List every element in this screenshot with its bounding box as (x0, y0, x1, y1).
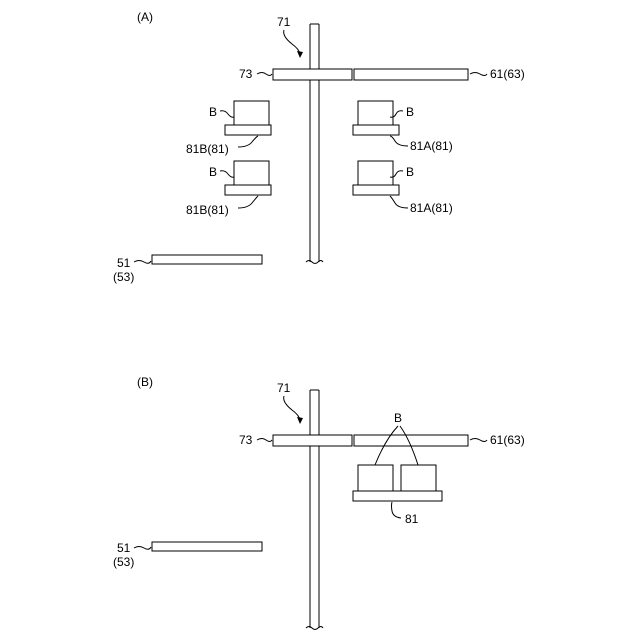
right-arm-b (354, 435, 468, 446)
mechanism-label-a: 71 (277, 15, 291, 29)
left-arm-label-b: 73 (239, 433, 253, 447)
workpiece-label-a4: B (406, 165, 414, 179)
vertical-column-b (306, 390, 323, 630)
figure-b: (B) 71 73 61(63) B 81 51 (53) (113, 375, 525, 630)
left-arm-a (273, 69, 352, 80)
floor-plate-sublabel-b: (53) (113, 555, 134, 569)
workpiece-b-a2 (234, 161, 269, 185)
arrow-head-icon (297, 51, 303, 58)
workpiece-b-a4 (358, 161, 393, 185)
arrow-head-icon (297, 417, 303, 424)
holder-label-a1: 81B(81) (186, 142, 229, 156)
left-arm-label-a: 73 (239, 67, 253, 81)
floor-plate-label-a: 51 (117, 256, 131, 270)
workpiece-b-a1 (234, 101, 269, 125)
holder-81b-a2 (225, 185, 271, 195)
holder-label-a2: 81B(81) (186, 203, 229, 217)
floor-plate-a (152, 255, 262, 264)
holder-label-a3: 81A(81) (410, 139, 453, 153)
workpiece-label-a3: B (406, 105, 414, 119)
right-arm-a (354, 69, 468, 80)
floor-plate-b (152, 542, 262, 551)
mechanism-leader-a (284, 30, 300, 54)
mechanism-leader-b (284, 396, 300, 420)
holder-81a-a2 (353, 185, 399, 195)
holder-81b-a1 (225, 125, 271, 135)
panel-label-b: (B) (137, 375, 153, 389)
workpiece-label-a1: B (209, 105, 217, 119)
workpiece-b-b2 (401, 465, 436, 491)
workpiece-label-a2: B (209, 165, 217, 179)
panel-label-a: (A) (137, 10, 153, 24)
mechanism-label-b: 71 (277, 381, 291, 395)
holder-81-b (353, 491, 442, 501)
right-arm-label-b: 61(63) (490, 433, 525, 447)
vertical-column-a (306, 24, 323, 264)
floor-plate-label-b: 51 (117, 541, 131, 555)
floor-plate-sublabel-a: (53) (113, 270, 134, 284)
right-arm-label-a: 61(63) (490, 67, 525, 81)
holder-label-a4: 81A(81) (410, 201, 453, 215)
workpiece-b-a3 (358, 101, 393, 125)
left-arm-b (273, 435, 352, 446)
workpiece-label-b: B (394, 411, 402, 425)
holder-81a-a1 (353, 125, 399, 135)
figure-a: (A) 71 73 61(63) B 81B(81) B 81B(81) (113, 10, 525, 284)
workpiece-b-b1 (358, 465, 393, 491)
holder-label-b: 81 (405, 512, 419, 526)
